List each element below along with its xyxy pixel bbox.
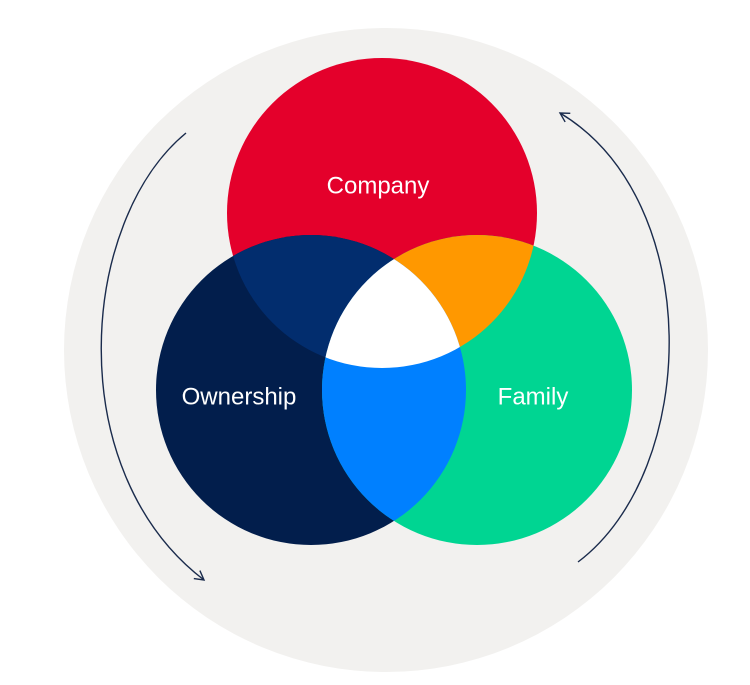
- cycle-arrow-right: [558, 112, 670, 563]
- family-label: Family: [498, 383, 569, 410]
- company-label: Company: [327, 172, 430, 199]
- cycle-arrow-left: [100, 132, 206, 581]
- ownership-label: Ownership: [182, 383, 297, 410]
- center-overlap: [322, 235, 466, 368]
